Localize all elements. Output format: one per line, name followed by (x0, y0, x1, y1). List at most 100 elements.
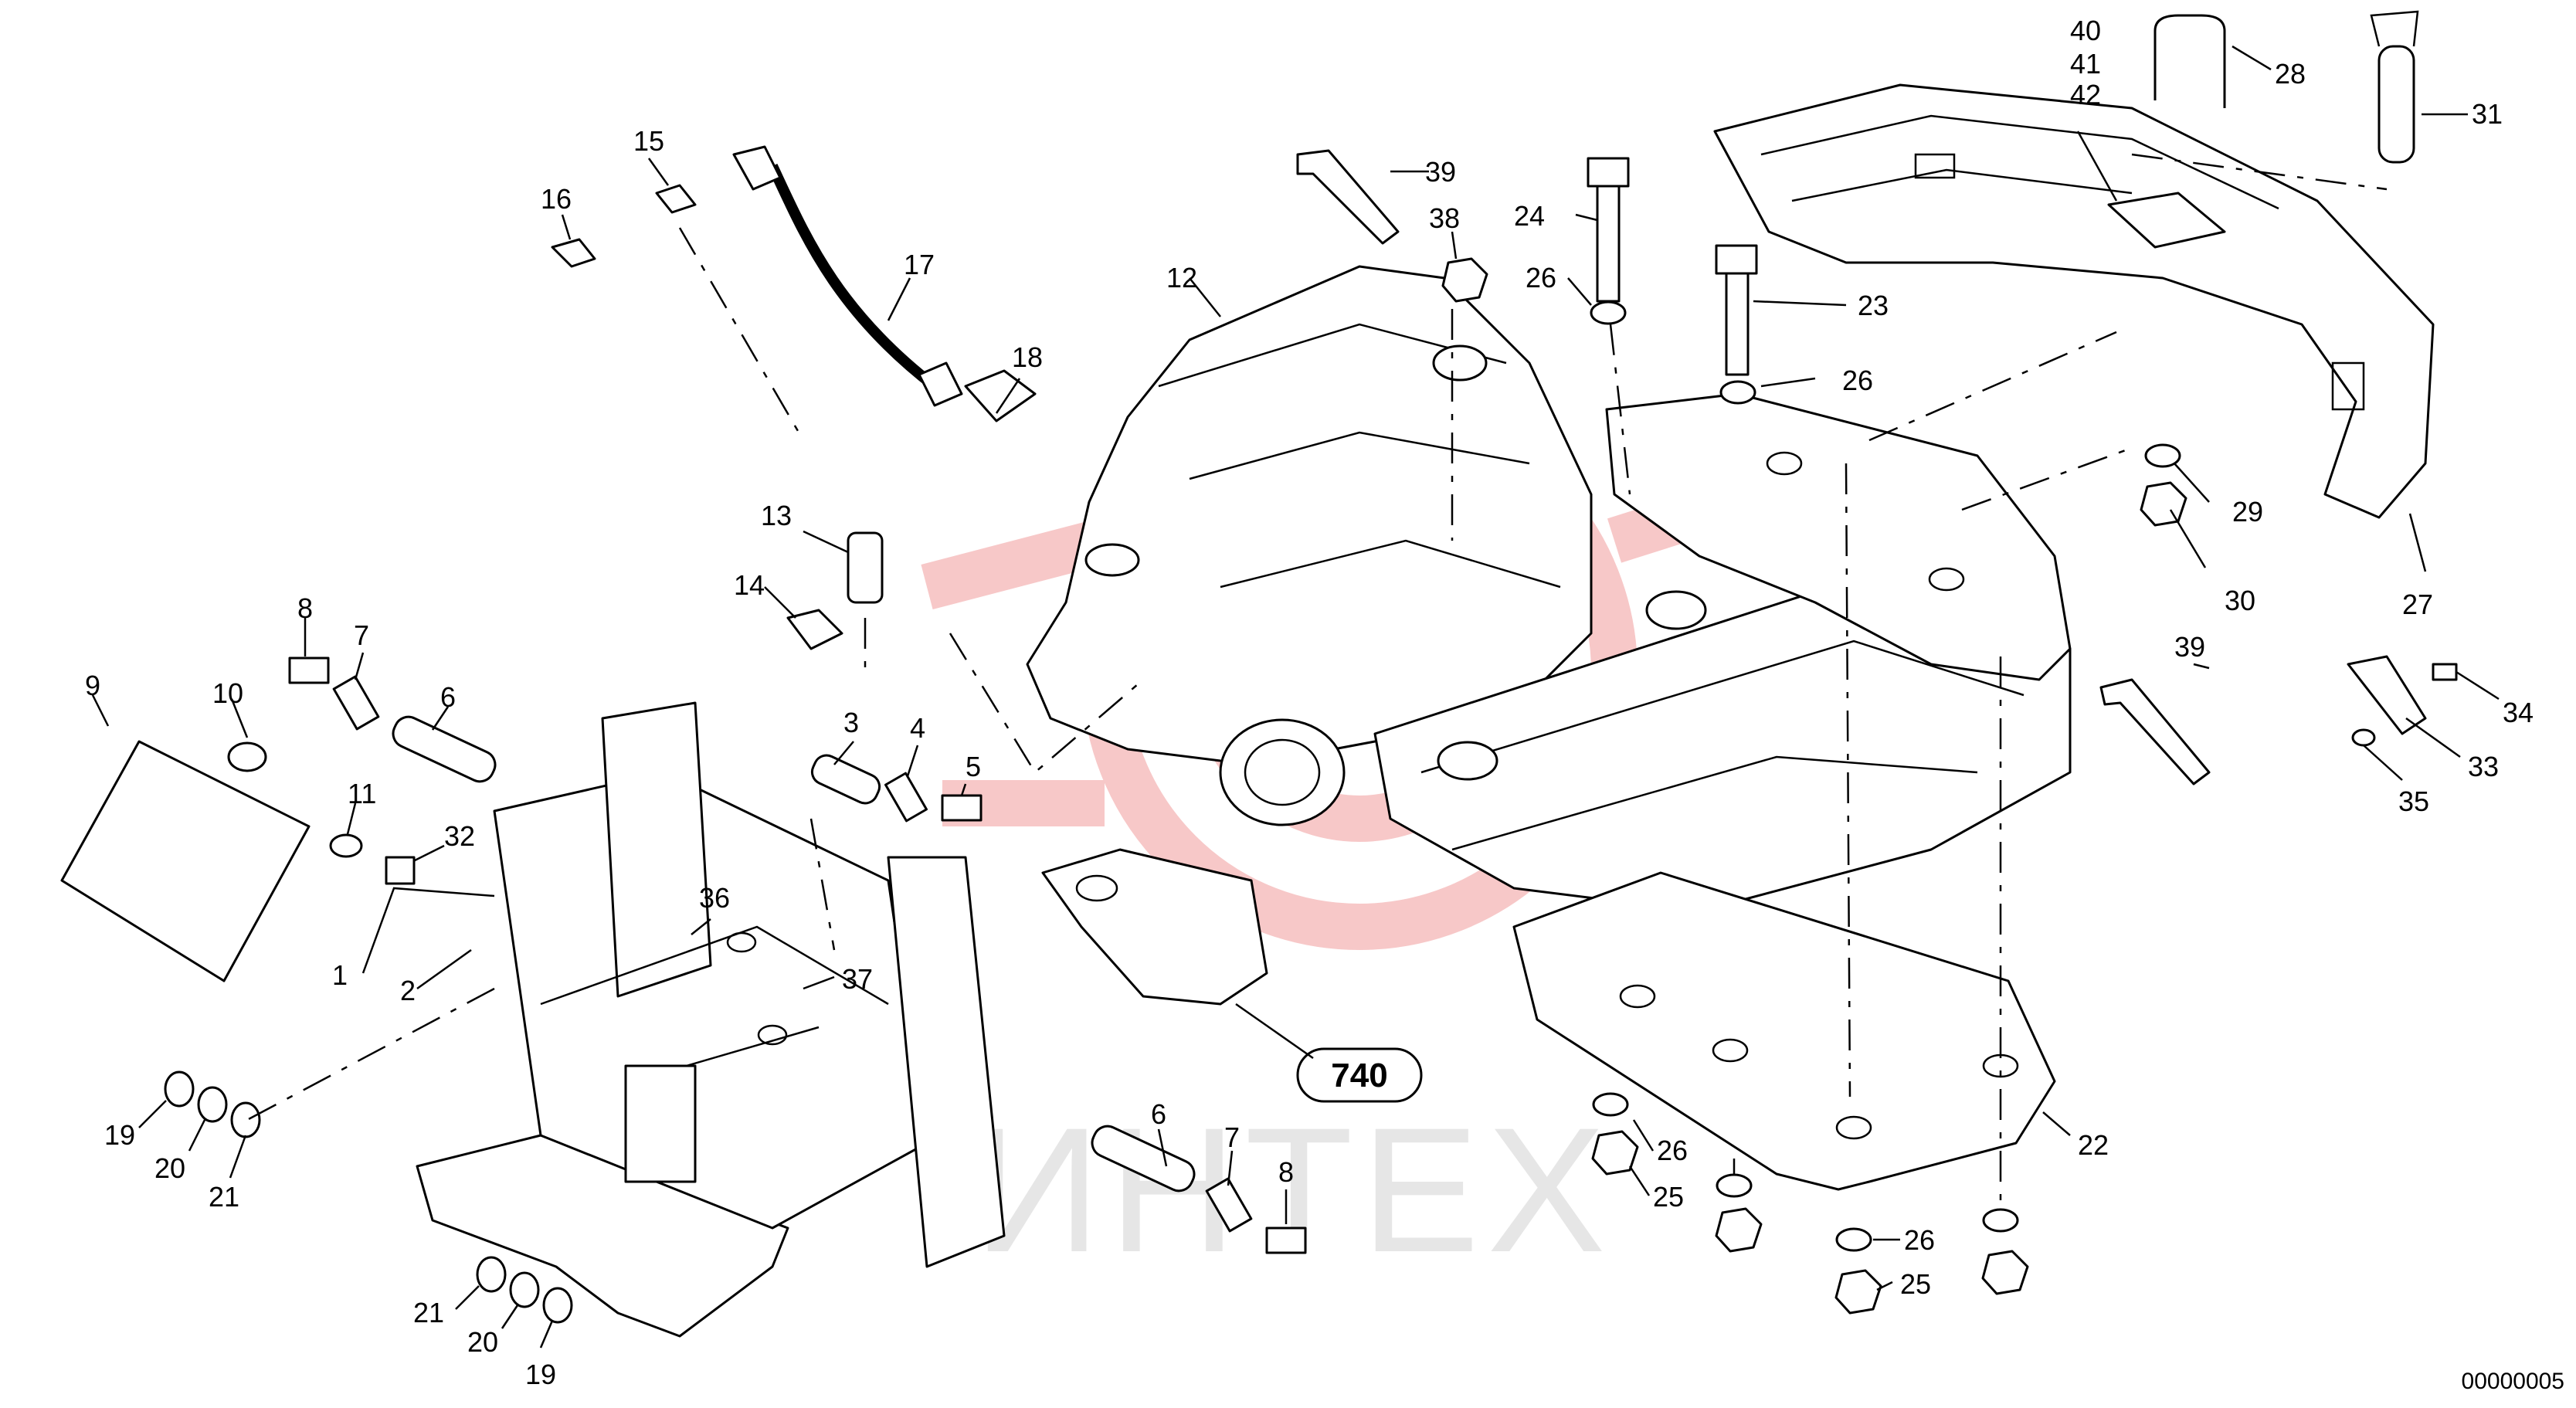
callout-19a: 19 (104, 1119, 135, 1151)
clamp-plate (2107, 192, 2226, 249)
callout-12: 12 (1166, 262, 1197, 293)
lock-pin (2370, 10, 2419, 164)
callout-21a: 21 (209, 1181, 239, 1213)
bolt-5 (941, 794, 983, 822)
callout-21b: 21 (413, 1297, 444, 1328)
bracket-33 (2347, 655, 2427, 735)
fitting-14 (786, 609, 843, 650)
nut-25-a (1591, 1130, 1639, 1176)
callout-9: 9 (85, 670, 100, 701)
pin-6b (1091, 1125, 1196, 1193)
hex-key-39b (2099, 678, 2211, 785)
callout-24: 24 (1514, 200, 1545, 232)
callout-10: 10 (212, 677, 243, 709)
hex-key-39a (1296, 149, 1400, 245)
callout-7a: 7 (354, 619, 369, 651)
fitting-18 (964, 369, 1037, 422)
callout-15: 15 (633, 125, 664, 157)
callout-6b: 6 (1151, 1098, 1166, 1130)
clip-32 (385, 856, 416, 885)
callout-39a: 39 (1425, 156, 1456, 188)
callout-42: 42 (2070, 79, 2101, 110)
callout-25b: 25 (1900, 1268, 1931, 1300)
nut-25-b (1715, 1207, 1763, 1253)
callout-29: 29 (2232, 496, 2263, 528)
callout-18: 18 (1012, 341, 1043, 373)
washer-26-d (1716, 1173, 1753, 1198)
callout-41: 41 (2070, 48, 2101, 80)
coupling-740 (1041, 848, 1268, 1006)
callout-4: 4 (910, 712, 925, 744)
callout-26a: 26 (1526, 262, 1556, 293)
callout-7b: 7 (1224, 1121, 1240, 1153)
callout-39b: 39 (2174, 631, 2205, 663)
bolt-8a (288, 657, 330, 684)
main-housing-casting (1026, 265, 2072, 913)
bolt-8b (1265, 1226, 1307, 1254)
clip-7b (1205, 1177, 1253, 1233)
callout-14: 14 (734, 569, 765, 601)
callout-20a: 20 (154, 1152, 185, 1184)
assembly-centerlines (246, 153, 2388, 1205)
callout-33: 33 (2468, 751, 2499, 782)
bolt-24 (1587, 157, 1630, 303)
nut-25-d (1981, 1250, 2029, 1295)
callout-32: 32 (444, 820, 475, 852)
callout-40: 40 (2070, 15, 2101, 46)
washer-26-a (1590, 300, 1627, 325)
callout-23: 23 (1858, 290, 1889, 321)
callout-36: 36 (699, 882, 730, 914)
washer-29 (2144, 443, 2181, 468)
callout-17: 17 (904, 249, 935, 280)
pin-6a (392, 715, 497, 783)
reference-box-label: 740 (1331, 1057, 1387, 1094)
callout-38: 38 (1429, 202, 1460, 234)
pin-3 (810, 754, 881, 805)
leader-lines (91, 45, 2500, 1349)
callout-13: 13 (761, 500, 792, 531)
callout-8b: 8 (1278, 1156, 1294, 1188)
washer-stack-lower (476, 1256, 573, 1324)
callout-6a: 6 (440, 681, 456, 713)
callout-26c: 26 (1657, 1135, 1688, 1166)
fitting-16 (551, 238, 596, 268)
callout-26d: 26 (1904, 1224, 1935, 1256)
callout-8a: 8 (297, 592, 313, 624)
washer-stack-upper (164, 1070, 261, 1138)
cover-plate-9 (60, 740, 311, 982)
bolt-34 (2432, 663, 2458, 681)
callout-22: 22 (2078, 1129, 2109, 1161)
fitting-15 (655, 184, 697, 214)
upper-frame-casting (1605, 392, 2072, 681)
callout-35: 35 (2398, 785, 2429, 817)
callout-1: 1 (332, 959, 348, 991)
bolt-23 (1715, 244, 1758, 376)
reference-box (1296, 1047, 1423, 1103)
u-bolt (2153, 14, 2226, 108)
callout-19b: 19 (525, 1359, 556, 1390)
nut-38 (1441, 257, 1488, 303)
callout-27: 27 (2402, 589, 2433, 620)
nut-30 (2140, 481, 2187, 527)
callout-16: 16 (541, 183, 572, 215)
nut-25-c (1834, 1269, 1882, 1315)
callout-37: 37 (842, 963, 873, 995)
washer-26-c (1592, 1092, 1629, 1117)
sleeve-13 (847, 531, 884, 604)
seal-11 (329, 833, 363, 858)
washer-26-b (1719, 380, 1756, 405)
callout-11: 11 (348, 778, 376, 809)
clip-4 (884, 772, 928, 823)
washer-26-e (1835, 1227, 1872, 1252)
callout-31: 31 (2472, 98, 2503, 130)
front-weight-bracket (1713, 83, 2435, 519)
fitting-10 (227, 741, 267, 772)
washer-26-f (1982, 1208, 2019, 1233)
callout-5: 5 (966, 751, 981, 782)
watermark-text: ИНТЕХ (973, 1091, 1614, 1289)
callout-26b: 26 (1842, 365, 1873, 396)
clip-7a (332, 675, 380, 731)
callouts: 15 16 17 18 13 14 39 38 24 26 12 23 26 4… (85, 15, 2534, 1390)
hydraulic-hose (732, 145, 963, 407)
